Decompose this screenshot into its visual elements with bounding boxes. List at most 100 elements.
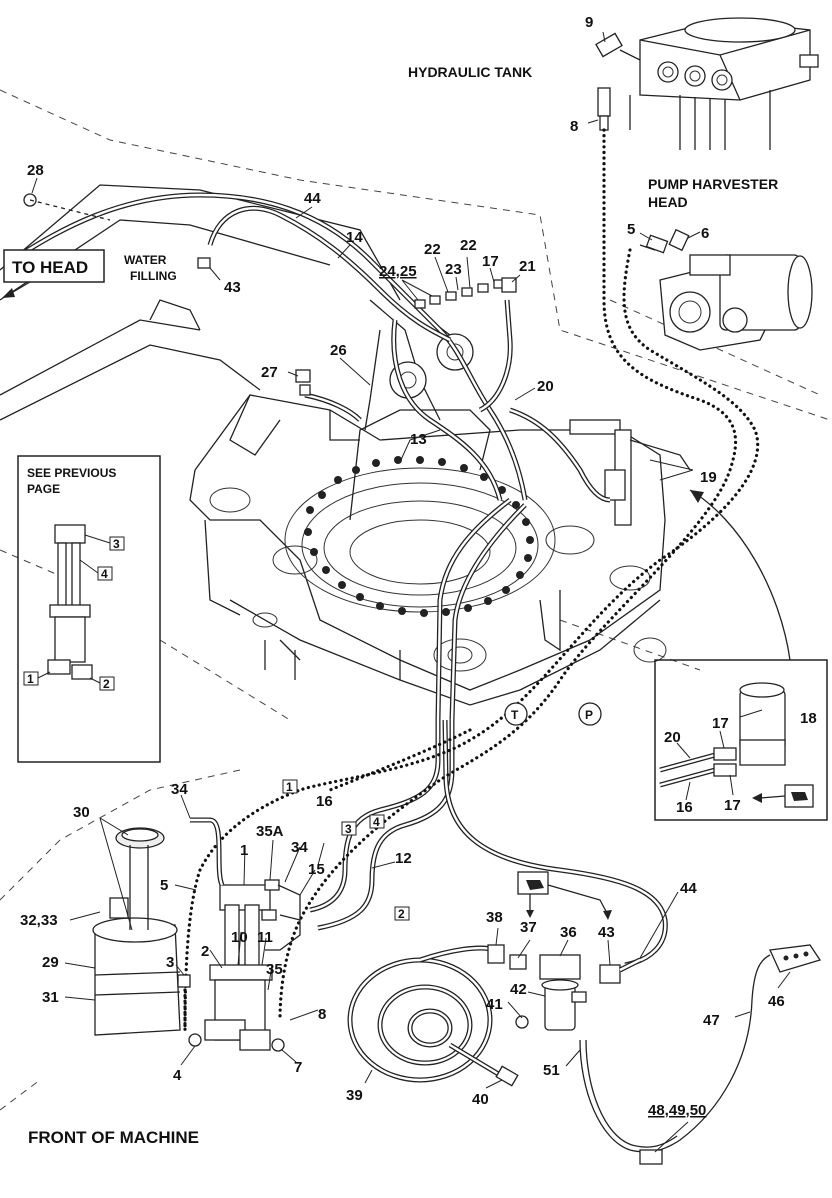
pump-label-line1: PUMP HARVESTER: [648, 176, 778, 192]
callout-31: 31: [42, 989, 59, 1006]
box-2: 2: [398, 907, 405, 921]
callout-20: 20: [537, 378, 554, 395]
inset-box-4: 4: [101, 567, 108, 581]
callout-10: 10: [231, 929, 248, 946]
hydraulic-tank-label: HYDRAULIC TANK: [408, 64, 532, 80]
callout-3: 3: [166, 954, 174, 971]
callout-7: 7: [294, 1059, 302, 1076]
callout-15: 15: [308, 861, 325, 878]
callout-22b: 22: [460, 237, 477, 254]
dotted-lube-lines: [183, 128, 760, 1032]
machine-outline-dashed: [0, 89, 831, 1111]
see-previous-line2: PAGE: [27, 482, 60, 496]
callout-16b: 16: [676, 799, 693, 816]
callout-12: 12: [395, 850, 412, 867]
callout-8b: 8: [318, 1006, 326, 1023]
filter-detail-inset: [654, 659, 828, 821]
callout-2: 2: [201, 943, 209, 960]
callout-32-33: 32,33: [20, 912, 58, 929]
boom-arm: [0, 184, 401, 421]
callout-17: 17: [482, 253, 499, 270]
water-filter: [487, 944, 642, 1031]
to-head-banner: TO HEAD: [2, 249, 105, 298]
callout-6: 6: [701, 225, 709, 242]
to-head-label: TO HEAD: [12, 258, 88, 277]
callout-4: 4: [173, 1067, 182, 1084]
electrical-cable: [579, 944, 822, 1165]
callout-17c: 17: [724, 797, 741, 814]
callout-35a: 35A: [256, 823, 284, 840]
callout-17b: 17: [712, 715, 729, 732]
callout-47: 47: [703, 1012, 720, 1029]
callout-29: 29: [42, 954, 59, 971]
callout-26: 26: [330, 342, 347, 359]
grease-reservoir: [92, 827, 181, 1036]
callout-43: 43: [598, 924, 615, 941]
grease-pump: [177, 817, 301, 1052]
fittings-group-top: [23, 193, 517, 396]
tank-fitting-9: [595, 32, 623, 131]
callout-27: 27: [261, 364, 278, 381]
box-4: 4: [373, 815, 380, 829]
callout-48-49-50: 48,49,50: [648, 1102, 706, 1119]
water-filling-line1: WATER: [124, 253, 167, 267]
see-previous-line1: SEE PREVIOUS: [27, 466, 116, 480]
pump-label-line2: HEAD: [648, 194, 688, 210]
callout-13: 13: [410, 431, 427, 448]
callout-23: 23: [445, 261, 462, 278]
hydraulic-tank: [619, 17, 819, 150]
water-symbol-box: [517, 871, 612, 920]
callout-35: 35: [266, 961, 283, 978]
callout-21: 21: [519, 258, 536, 275]
marker-p: P: [585, 708, 593, 722]
leader-lines: [31, 31, 791, 1153]
pump-harvester-head: [639, 228, 813, 351]
box-3: 3: [345, 822, 352, 836]
callout-1: 1: [240, 842, 248, 859]
callout-5b: 5: [160, 877, 168, 894]
callout-38: 38: [486, 909, 503, 926]
callout-8: 8: [570, 118, 578, 135]
inset-box-2: 2: [103, 677, 110, 691]
callout-34b: 34: [291, 839, 308, 856]
callout-42: 42: [510, 981, 527, 998]
callout-40: 40: [472, 1091, 489, 1108]
callout-36: 36: [560, 924, 577, 941]
callout-19: 19: [700, 469, 717, 486]
callout-28: 28: [27, 162, 44, 179]
callout-34a: 34: [171, 781, 188, 798]
marker-t: T: [511, 708, 519, 722]
callout-44-top: 44: [304, 190, 321, 207]
callout-5: 5: [627, 221, 635, 238]
callout-18: 18: [800, 710, 817, 727]
inset-arrow: [689, 489, 791, 661]
boom-hoses: [18, 192, 611, 721]
hose-reel: [347, 945, 519, 1087]
callout-9: 9: [585, 14, 593, 31]
callout-51: 51: [543, 1062, 560, 1079]
callout-11: 11: [257, 929, 273, 946]
callout-30: 30: [73, 804, 90, 821]
callout-43-top: 43: [224, 279, 241, 296]
inset-box-1: 1: [27, 672, 34, 686]
callout-24-25: 24,25: [379, 263, 417, 280]
see-previous-inset: [17, 455, 161, 763]
callout-16: 16: [316, 793, 333, 810]
caption-labels: HYDRAULIC TANK PUMP HARVESTER HEAD WATER…: [27, 64, 778, 1147]
callout-39: 39: [346, 1087, 363, 1104]
callout-22a: 22: [424, 241, 441, 258]
inset-box-3: 3: [113, 537, 120, 551]
callout-20b: 20: [664, 729, 681, 746]
callout-numbers: 9 8 5 6 28 44 14 22 22 24,25 23 17 21 43…: [20, 14, 817, 1119]
front-of-machine-label: FRONT OF MACHINE: [28, 1128, 199, 1147]
boxed-markers: 1 2 3 4 3 4 1 2: [23, 534, 410, 921]
callout-14: 14: [346, 229, 363, 246]
callout-37: 37: [520, 919, 537, 936]
box-1: 1: [286, 780, 293, 794]
circle-markers: T P: [504, 702, 602, 726]
callout-46: 46: [768, 993, 785, 1010]
callout-41: 41: [486, 996, 503, 1013]
water-filling-line2: FILLING: [130, 269, 177, 283]
callout-44: 44: [680, 880, 697, 897]
